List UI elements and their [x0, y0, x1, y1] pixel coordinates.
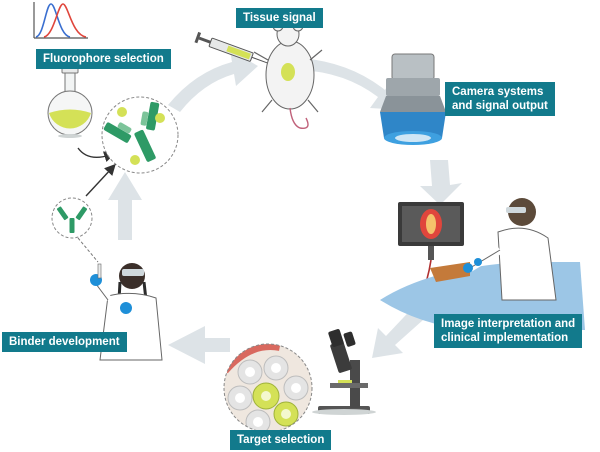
- binder-development-label: Binder development: [2, 332, 127, 352]
- camera-systems-label: Camera systems and signal output: [445, 82, 555, 116]
- tissue-signal-label: Tissue signal: [236, 8, 323, 28]
- target-selection-label: Target selection: [230, 430, 332, 450]
- camera-systems-text-line2: and signal output: [452, 100, 548, 112]
- emission-spectrum-icon: [33, 2, 88, 39]
- tissue-cells-icon: [223, 343, 313, 433]
- image-interpretation-text-line2: clinical implementation: [441, 332, 569, 344]
- flask-to-antibody-arrow: [77, 147, 116, 163]
- arrow-tissue-to-camera: [300, 58, 402, 110]
- flask-icon: [47, 67, 93, 138]
- surgeon-icon: [380, 198, 585, 330]
- tissue-signal-text: Tissue signal: [243, 12, 316, 24]
- image-interpretation-label: Image interpretation and clinical implem…: [434, 314, 583, 348]
- microscope-icon: [312, 329, 376, 415]
- arrow-antibody-to-tissue: [168, 50, 258, 112]
- antibody-conjugate-icon: [101, 96, 179, 174]
- small-antibody-icon: [51, 197, 99, 263]
- camera-systems-text-line1: Camera systems: [452, 86, 544, 98]
- arrow-camera-to-surgeon: [420, 160, 462, 205]
- binder-development-text: Binder development: [9, 336, 120, 348]
- camera-icon: [380, 53, 446, 145]
- fluorophore-selection-text: Fluorophore selection: [43, 53, 164, 65]
- cycle-arrows: [108, 50, 462, 364]
- arrow-target-to-binder: [168, 326, 230, 364]
- image-interpretation-text-line1: Image interpretation and: [441, 318, 576, 330]
- target-selection-text: Target selection: [237, 434, 325, 446]
- syringe-icon: [194, 31, 269, 64]
- arrow-binder-to-antibody: [108, 172, 142, 240]
- mouse-icon: [253, 20, 323, 129]
- fluorophore-selection-label: Fluorophore selection: [36, 49, 171, 69]
- monitor-icon: [398, 202, 464, 301]
- small-to-large-antibody-arrow: [85, 163, 116, 197]
